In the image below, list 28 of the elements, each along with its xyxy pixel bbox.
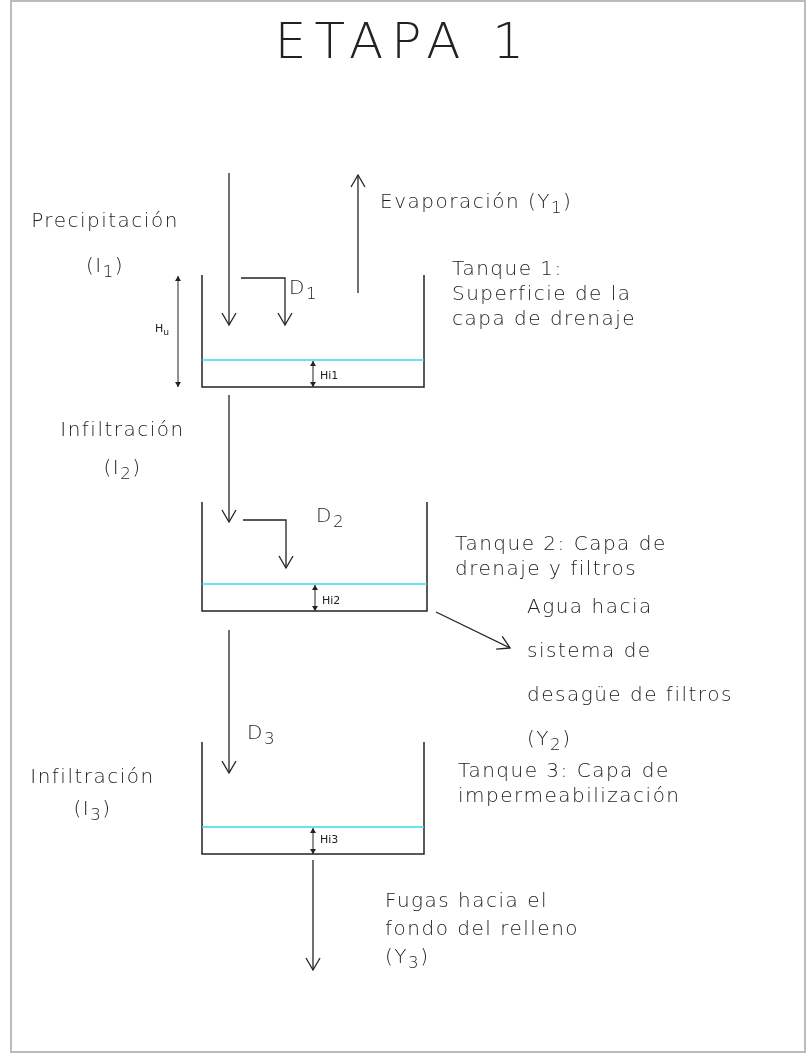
edge-label: Infiltración (I$_{3}$)	[29, 763, 156, 826]
tank-label: Tanque 3: Capa de impermeabilización	[458, 758, 682, 808]
title: ETAPA 1	[273, 11, 534, 72]
edge-label: Evaporación (Y$_{1}$)	[380, 189, 573, 219]
tank-label: Tanque 2: Capa de drenaje y filtros	[455, 531, 668, 581]
edge-label: Agua hacia sistema de desagüe de filtros (Y$_{2}$)	[527, 593, 734, 756]
tank	[201, 742, 425, 855]
arrow	[350, 174, 366, 294]
flow-label: D$_{3}$	[247, 720, 276, 750]
dimension-label: Hi2	[322, 594, 341, 607]
edge-label: Precipitación (I$_{1}$)	[30, 207, 180, 283]
arrow	[240, 277, 293, 326]
edge-label: D$_{1}$	[289, 275, 318, 305]
dimension-label: Hi3	[320, 833, 339, 846]
edge-label: Infiltración (I$_{2}$)	[59, 416, 186, 485]
arrow	[305, 859, 321, 971]
arrow	[221, 629, 237, 774]
dimension-label: H$_{u}$	[155, 322, 170, 338]
arrow	[242, 519, 294, 569]
dimension-label: Hi1	[320, 369, 339, 382]
tank	[201, 502, 428, 612]
arrow	[221, 394, 237, 523]
edge-label: Fugas hacia el fondo del relleno (Y$_{3}$)	[385, 887, 581, 974]
arrow	[221, 172, 237, 326]
tank	[201, 275, 425, 388]
edge-label: D$_{2}$	[316, 503, 345, 533]
tank-label: Tanque 1: Superficie de la capa de drenaje	[452, 256, 637, 331]
arrow	[435, 611, 511, 650]
